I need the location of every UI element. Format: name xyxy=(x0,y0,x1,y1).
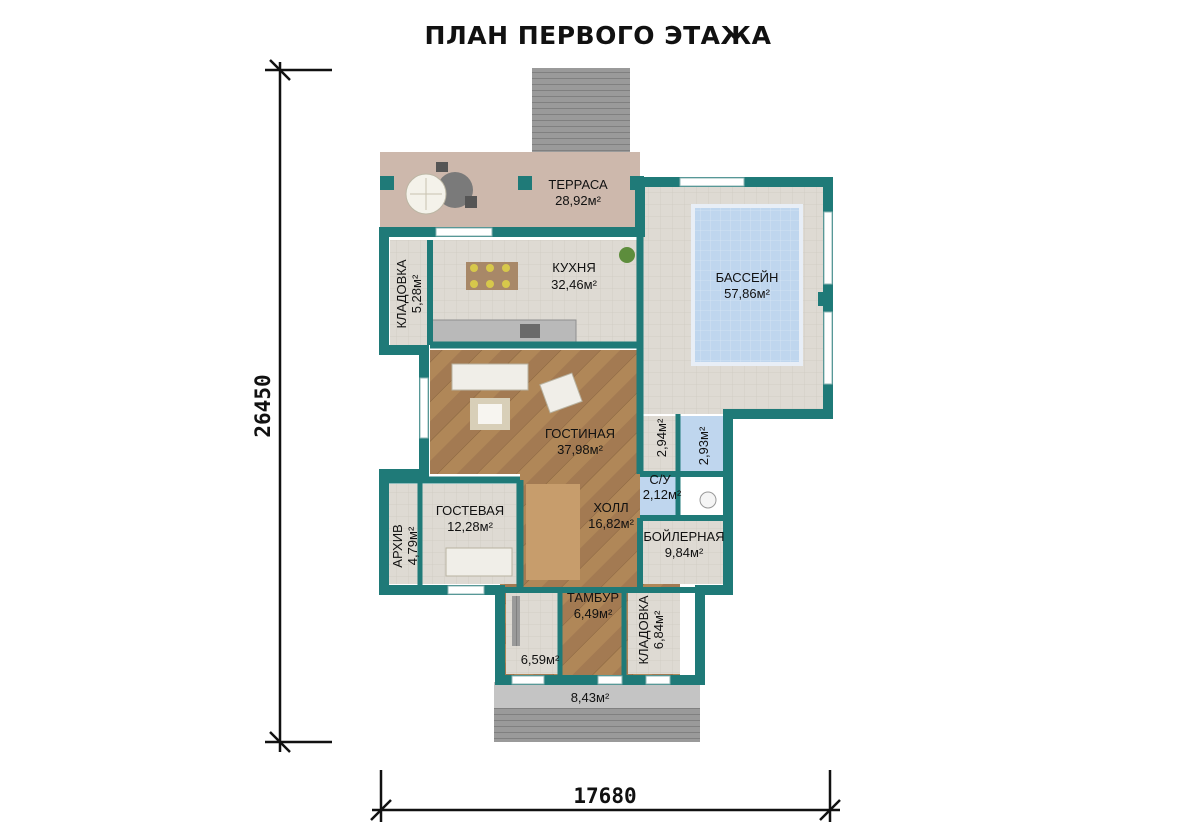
pool-water xyxy=(691,204,803,366)
room-name: ГОСТЕВАЯ xyxy=(436,503,504,518)
room-area: 16,82м² xyxy=(588,516,634,531)
room-area: 5,28м² xyxy=(409,274,424,313)
room-area: 6,84м² xyxy=(651,610,666,649)
room-area: 2,94м² xyxy=(654,418,669,457)
room-name: БАССЕЙН xyxy=(716,270,779,285)
armchair-icon xyxy=(539,372,583,414)
room-293-floor xyxy=(680,416,724,474)
room-294: 2,94м² xyxy=(654,418,669,457)
north-stairs xyxy=(532,68,630,152)
boiler-room-floor xyxy=(640,518,726,584)
room-area: 2,93м² xyxy=(696,426,711,465)
storage-north-floor xyxy=(390,240,430,345)
stove-icon xyxy=(520,324,540,338)
hall-staircase xyxy=(526,484,580,580)
room-storage-north: КЛАДОВКА 5,28м² xyxy=(394,259,424,328)
south-stairs xyxy=(494,708,700,742)
room-name: ГОСТИНАЯ xyxy=(545,426,615,441)
room-area: 28,92м² xyxy=(555,193,601,208)
width-dimension: 17680 xyxy=(370,770,841,822)
porch-floor xyxy=(494,682,700,708)
wc-floor xyxy=(640,474,680,518)
kitchen-dining-table xyxy=(466,262,518,290)
room-terrace: ТЕРРАСА 28,92м² xyxy=(548,177,608,208)
room-pool: БАССЕЙН 57,86м² xyxy=(716,270,779,301)
room-294-floor xyxy=(640,416,676,474)
terrace-furniture xyxy=(405,162,477,215)
room-storage-south: КЛАДОВКА 6,84м² xyxy=(636,595,666,664)
room-area: 4,79м² xyxy=(405,526,420,565)
storage-south-floor xyxy=(628,592,680,674)
room-area: 6,49м² xyxy=(574,606,613,621)
room-area: 57,86м² xyxy=(724,286,770,301)
room-guest: ГОСТЕВАЯ 12,28м² xyxy=(436,503,504,534)
room-area: 32,46м² xyxy=(551,277,597,292)
room-name: КЛАДОВКА xyxy=(394,259,409,328)
room-name: БОЙЛЕРНАЯ xyxy=(643,529,724,544)
sofa-icon xyxy=(451,363,529,391)
boiler-icon xyxy=(699,491,717,509)
room-name: С/У xyxy=(649,472,671,487)
wall-pillars xyxy=(380,176,832,306)
windows xyxy=(419,177,833,685)
room-kitchen: КУХНЯ 32,46м² xyxy=(551,260,597,292)
room-area: 2,12м² xyxy=(643,487,682,502)
room-area: 6,59м² xyxy=(521,652,560,667)
room-area: 9,84м² xyxy=(665,545,704,560)
room-wc: С/У 2,12м² xyxy=(643,472,682,502)
kitchen-counter xyxy=(429,319,577,345)
room-name: КУХНЯ xyxy=(552,260,595,275)
height-dimension: 26450 xyxy=(251,59,332,753)
room-name: АРХИВ xyxy=(390,524,405,567)
plant-icon xyxy=(619,247,635,263)
room-293: 2,93м² xyxy=(696,426,711,465)
room-porch: 8,43м² xyxy=(571,690,610,705)
plan-title: ПЛАН ПЕРВОГО ЭТАЖА xyxy=(425,21,772,50)
wardrobe-rack xyxy=(512,596,520,646)
room-area: 12,28м² xyxy=(447,519,493,534)
room-archive: АРХИВ 4,79м² xyxy=(390,524,420,567)
room-area: 8,43м² xyxy=(571,690,610,705)
room-living: ГОСТИНАЯ 37,98м² xyxy=(545,426,615,457)
room-name: КЛАДОВКА xyxy=(636,595,651,664)
room-wardrobe: 6,59м² xyxy=(521,652,560,667)
room-name: ХОЛЛ xyxy=(593,500,628,515)
height-dimension-label: 26450 xyxy=(251,374,275,437)
width-dimension-label: 17680 xyxy=(573,784,636,808)
room-vestibule: ТАМБУР 6,49м² xyxy=(567,590,619,621)
coffee-table xyxy=(478,404,502,424)
room-hall: ХОЛЛ 16,82м² xyxy=(588,500,634,531)
room-name: ТАМБУР xyxy=(567,590,619,605)
room-boiler: БОЙЛЕРНАЯ 9,84м² xyxy=(643,529,724,560)
room-name: ТЕРРАСА xyxy=(548,177,608,192)
guest-sofa-icon xyxy=(445,547,513,577)
room-area: 37,98м² xyxy=(557,442,603,457)
